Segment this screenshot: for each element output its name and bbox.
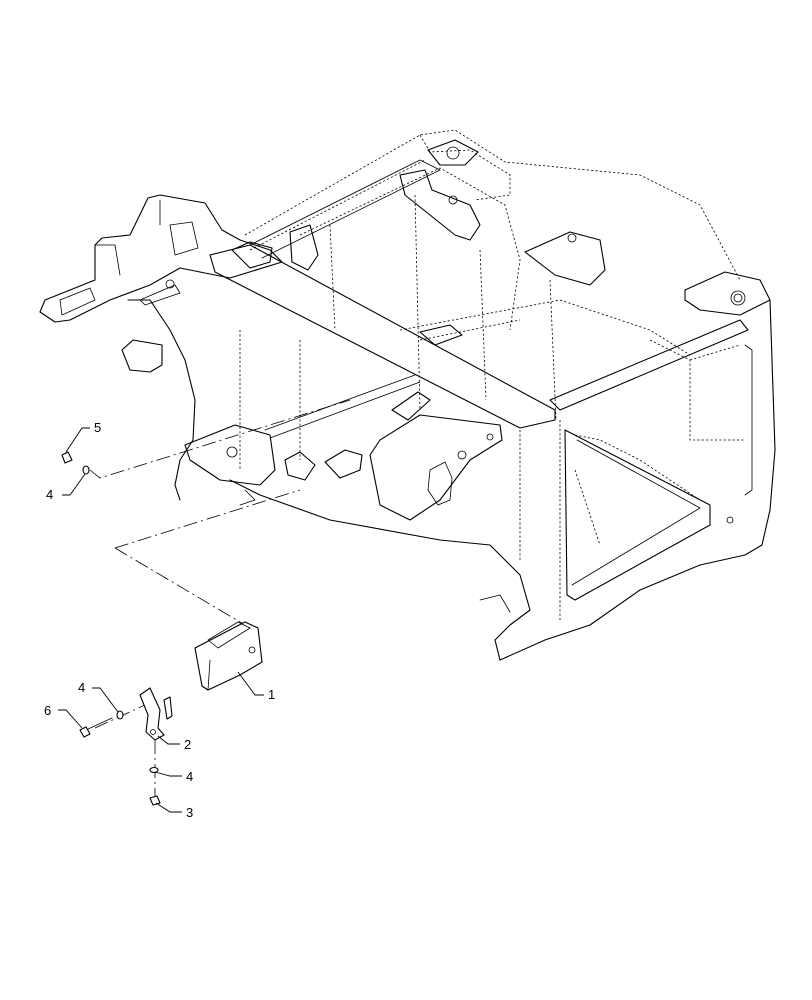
frame-right-mid-plate bbox=[524, 231, 606, 286]
part-5-bolt[interactable] bbox=[61, 451, 73, 464]
assembly-phantom-lines bbox=[89, 399, 351, 800]
callout-leaders bbox=[58, 427, 264, 813]
frame-center-gusset bbox=[369, 414, 503, 521]
leader-3 bbox=[155, 802, 182, 813]
callout-4-low: 4 bbox=[186, 769, 193, 784]
frame-rear-wall-hidden bbox=[249, 159, 521, 331]
part-3-nut[interactable] bbox=[149, 795, 161, 806]
frame-right-box-hidden bbox=[574, 434, 701, 546]
leader-6 bbox=[58, 709, 83, 729]
frame-left-bracket bbox=[121, 339, 163, 373]
frame-lower-plate-hole bbox=[226, 446, 238, 458]
frame-lower-tab bbox=[284, 451, 316, 481]
leader-4-mid bbox=[92, 687, 119, 713]
frame-left-mount bbox=[39, 194, 283, 323]
frame-right-mid-hole bbox=[567, 233, 577, 243]
phantom-line-upper bbox=[89, 399, 351, 479]
bracket-flange bbox=[201, 621, 251, 691]
bolt-6-shank bbox=[87, 717, 113, 730]
frame-floor-hidden bbox=[399, 299, 691, 356]
frame-right-box-inner bbox=[571, 439, 701, 586]
frame-interior-rod bbox=[264, 374, 421, 439]
bolt-5-head bbox=[61, 451, 73, 464]
frame-inner-wall-hidden bbox=[329, 194, 557, 421]
callout-3: 3 bbox=[186, 805, 193, 820]
frame-right-beam bbox=[549, 319, 749, 411]
washer-mid bbox=[116, 710, 124, 720]
leader-4-top bbox=[62, 473, 86, 496]
frame-center-gusset-hole-2 bbox=[486, 433, 494, 441]
frame-cross-beam bbox=[209, 244, 556, 429]
leader-5 bbox=[65, 427, 90, 453]
frame-interior-bracket bbox=[391, 391, 431, 421]
frame-lower-body bbox=[229, 479, 531, 661]
bracket-face bbox=[194, 621, 263, 691]
frame-rear-bracket bbox=[399, 169, 481, 241]
frame-cross-beam-top bbox=[249, 159, 441, 259]
plate-stud bbox=[163, 696, 173, 720]
frame-right-side-hole bbox=[726, 516, 734, 524]
frame-right-top-hole bbox=[730, 290, 746, 306]
frame-left-mount-detail bbox=[59, 199, 199, 316]
leader-2 bbox=[157, 735, 180, 745]
leader-1 bbox=[237, 671, 264, 696]
frame-right-top-hole-inner bbox=[733, 293, 743, 303]
frame-rear-hole-plate bbox=[427, 139, 479, 166]
frame-left-side-wall bbox=[127, 299, 196, 501]
bolt-6-head bbox=[79, 726, 91, 738]
washer-low bbox=[149, 766, 159, 774]
frame-right-inner-hidden bbox=[649, 339, 745, 441]
washer-top bbox=[82, 465, 90, 475]
callout-2: 2 bbox=[184, 737, 191, 752]
plate-body bbox=[139, 687, 165, 741]
frame-center-gusset-hole bbox=[457, 450, 467, 460]
phantom-line-lower bbox=[114, 489, 301, 626]
frame-center-sleeve bbox=[419, 324, 463, 346]
frame-right-top-plate bbox=[684, 271, 771, 316]
part-1-bracket[interactable] bbox=[194, 621, 263, 691]
nut-body bbox=[149, 795, 161, 806]
frame-rear-top-hidden-edge bbox=[244, 129, 741, 281]
frame-lower-body-inner bbox=[239, 489, 511, 613]
frame-right-box bbox=[564, 429, 711, 601]
callout-6: 6 bbox=[44, 703, 51, 718]
part-2-plate[interactable] bbox=[139, 687, 173, 741]
bracket-hole bbox=[248, 646, 256, 654]
frame-upper-tab bbox=[289, 224, 319, 271]
machine-frame bbox=[39, 129, 776, 661]
callout-4-top: 4 bbox=[46, 487, 53, 502]
callout-numbers: 1 2 3 4 4 4 5 6 bbox=[44, 420, 275, 820]
leader-4-low bbox=[154, 771, 182, 777]
frame-rear-hole bbox=[446, 146, 460, 160]
part-6-bolt[interactable] bbox=[79, 717, 113, 738]
plate-hole bbox=[150, 729, 156, 735]
frame-left-pin bbox=[139, 279, 181, 306]
callout-1: 1 bbox=[268, 687, 275, 702]
frame-lower-plate bbox=[184, 424, 276, 486]
callout-5: 5 bbox=[94, 420, 101, 435]
frame-center-gusset-slot bbox=[427, 461, 453, 506]
frame-upper-plate bbox=[231, 241, 273, 269]
frame-rear-bracket-hole bbox=[448, 195, 458, 205]
frame-right-side-flap bbox=[744, 344, 753, 496]
callout-4-mid: 4 bbox=[78, 680, 85, 695]
frame-right-side-wall bbox=[499, 299, 776, 661]
part-4-washers[interactable] bbox=[82, 465, 159, 774]
frame-rear-corner-hidden bbox=[419, 134, 511, 201]
frame-lower-clip bbox=[324, 449, 363, 479]
